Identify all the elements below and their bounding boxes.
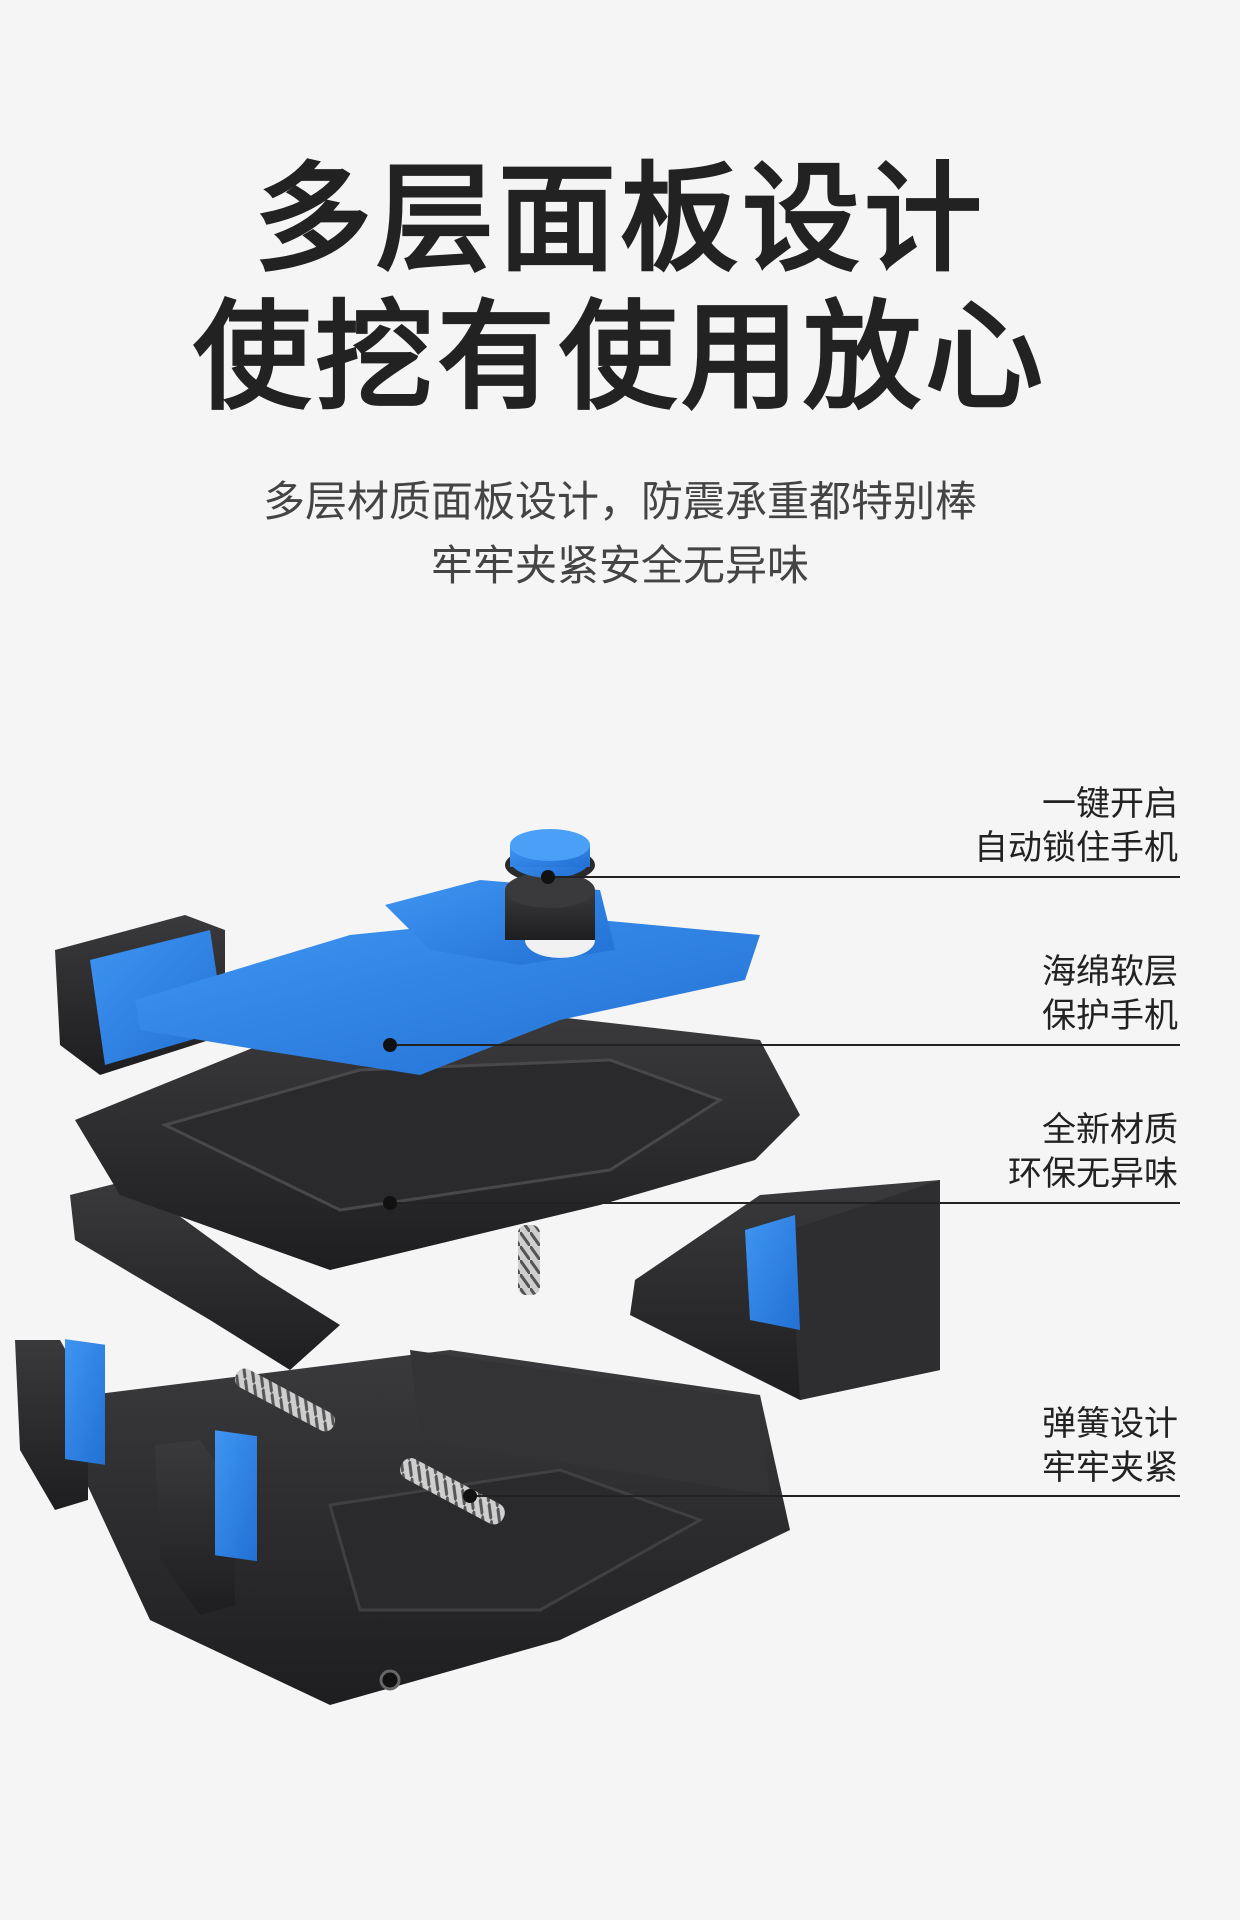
title-line-1: 多层面板设计 <box>253 150 986 288</box>
callout-button: 一键开启 自动锁住手机 <box>818 782 1178 870</box>
callout-button-line1: 一键开启 <box>1042 784 1178 824</box>
callout-spring: 弹簧设计 牢牢夹紧 <box>818 1402 1178 1490</box>
left-side-clip-2 <box>155 1430 257 1615</box>
subtitle: 多层材质面板设计，防震承重都特别棒 牢牢夹紧安全无异味 <box>0 470 1240 598</box>
subtitle-line-2: 牢牢夹紧安全无异味 <box>430 541 809 590</box>
callout-sponge: 海绵软层 保护手机 <box>818 950 1178 1038</box>
slider-bar <box>70 1180 340 1370</box>
callout-spring-line2: 牢牢夹紧 <box>1042 1448 1178 1488</box>
callout-material-line2: 环保无异味 <box>1008 1154 1178 1194</box>
callout-markers <box>383 870 555 1503</box>
callout-button-line2: 自动锁住手机 <box>974 828 1178 868</box>
title-line-2: 使挖有使用放心 <box>192 288 1047 426</box>
spring-base-2 <box>234 1368 336 1432</box>
callout-material-line1: 全新材质 <box>1042 1110 1178 1150</box>
spring-base-1 <box>400 1458 505 1525</box>
callout-leaders <box>390 876 1180 1497</box>
release-button <box>505 829 595 940</box>
left-side-clip-1 <box>15 1339 105 1510</box>
callout-sponge-line2: 保护手机 <box>1042 996 1178 1036</box>
callout-sponge-line1: 海绵软层 <box>1042 952 1178 992</box>
subtitle-line-1: 多层材质面板设计，防震承重都特别棒 <box>262 477 977 526</box>
right-jaw-block <box>630 1180 940 1400</box>
callout-spring-line1: 弹簧设计 <box>1042 1404 1178 1444</box>
main-tray <box>75 1015 800 1270</box>
page-title: 多层面板设计 使挖有使用放心 <box>0 150 1240 426</box>
spring-middle <box>518 1225 540 1295</box>
base-plate <box>85 1350 790 1705</box>
callout-material: 全新材质 环保无异味 <box>818 1108 1178 1196</box>
